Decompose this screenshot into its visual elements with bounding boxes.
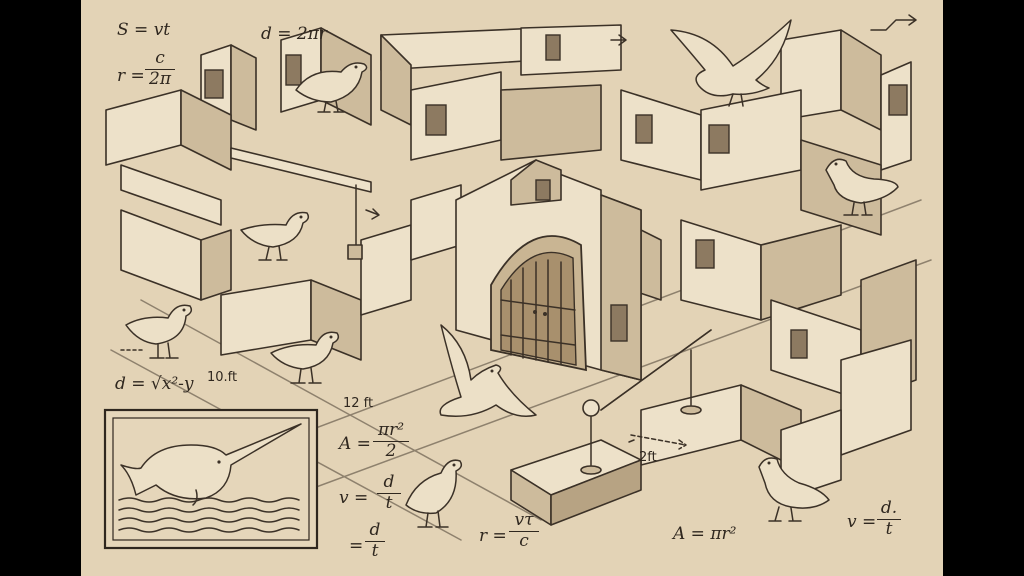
- gate-icon: [455, 159, 642, 381]
- formula-area1-prefix: A =: [339, 434, 371, 454]
- formula-r2-prefix: r =: [479, 526, 507, 546]
- formula-d-2pir: d = 2πr: [261, 24, 328, 44]
- maze-walls: [105, 24, 917, 526]
- formula-area1-den: 2: [385, 440, 397, 461]
- formula-r2-fraction: vτ c: [509, 510, 539, 551]
- formula-v1-prefix: v =: [339, 488, 369, 508]
- formula-r2-den: c: [519, 530, 529, 551]
- bird-icon: [270, 331, 340, 384]
- formula-eq-den: t: [371, 540, 379, 561]
- formula-eq-num: d: [369, 520, 381, 540]
- formula-s-vt: S = vt: [117, 20, 171, 40]
- formula-area2: A = πr²: [673, 524, 737, 544]
- measure-ten-ft: 10.ft: [207, 370, 238, 385]
- formula-d-sqrt: d = √x²-y: [115, 374, 194, 394]
- maze-illustration: [81, 0, 943, 576]
- bird-icon: [240, 211, 310, 261]
- bird-icon: [825, 158, 899, 216]
- formula-v2-prefix: v =: [847, 512, 877, 532]
- formula-r-prefix: r =: [117, 66, 145, 86]
- formula-r-fraction: c 2π: [145, 48, 175, 89]
- lamp-post-icon: [230, 147, 372, 260]
- formula-v2-fraction: d. t: [877, 498, 901, 539]
- formula-v2-den: t: [885, 518, 893, 539]
- measure-two-ft: 2ft: [639, 450, 657, 465]
- sketch-paper: S = vt d = 2πr r = c 2π d = √x²-y 10.ft …: [81, 0, 943, 576]
- bird-icon: [758, 457, 830, 522]
- water-waves: [118, 497, 300, 533]
- bird-icon: [295, 62, 368, 113]
- formula-r2-num: vτ: [514, 510, 534, 530]
- formula-eq-prefix: =: [349, 536, 364, 556]
- formula-area1-fraction: πr² 2: [373, 420, 409, 461]
- formula-area1-num: πr²: [377, 420, 405, 440]
- measure-twelve-ft: 12 ft: [343, 396, 374, 411]
- bird-icon: [125, 304, 193, 359]
- formula-r-den: 2π: [149, 68, 171, 89]
- narwhal-frame: [103, 408, 319, 550]
- bird-icon: [405, 459, 463, 528]
- formula-eq-fraction: d t: [365, 520, 385, 561]
- arrow-icon: [120, 14, 917, 450]
- rail-post-icon: [580, 329, 712, 475]
- formula-r-num: c: [155, 48, 165, 68]
- formula-v2-num: d.: [880, 498, 898, 518]
- formula-v1-num: d: [383, 472, 395, 492]
- flying-bird-icon: [670, 19, 792, 107]
- formula-v1-fraction: d t: [377, 472, 401, 513]
- flying-bird-icon: [439, 324, 537, 417]
- formula-v1-den: t: [385, 492, 393, 513]
